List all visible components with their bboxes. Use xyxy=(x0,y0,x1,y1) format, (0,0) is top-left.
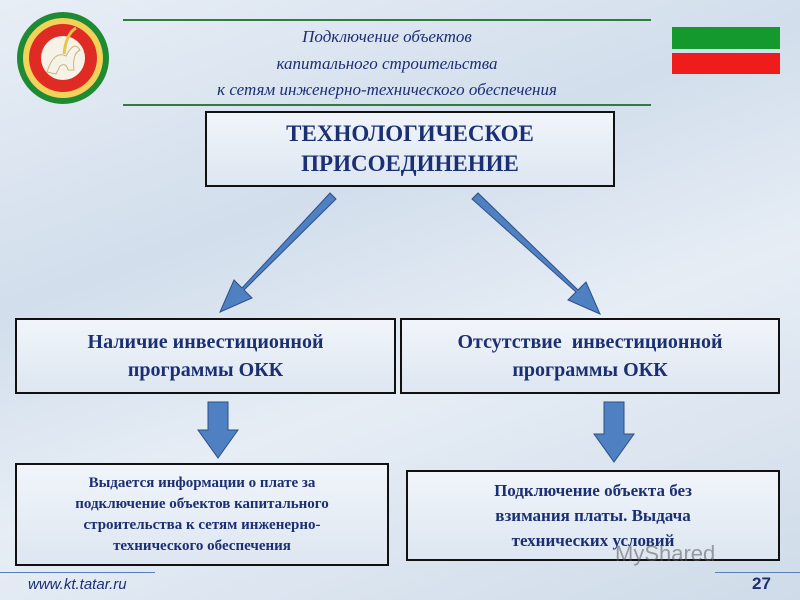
box-text-line: технических условий xyxy=(511,531,675,550)
root-box-technological-connection: ТЕХНОЛОГИЧЕСКОЕ ПРИСОЕДИНЕНИЕ xyxy=(205,111,615,187)
arrow-down-icon xyxy=(593,401,635,463)
arrow-down-right-icon xyxy=(471,192,601,315)
footer-left-divider xyxy=(0,572,155,573)
box-text-line: программы ОКК xyxy=(512,359,668,381)
box-text-line: Выдается информации о плате за xyxy=(88,474,316,491)
page-number: 27 xyxy=(752,574,771,593)
arrow-down-left-icon xyxy=(219,192,337,313)
box-text-line: строительства к сетям инженерно- xyxy=(83,516,321,533)
footer-right-divider xyxy=(715,572,800,573)
flag-green-stripe xyxy=(672,27,780,49)
result-box-fee-information: Выдается информации о плате за подключен… xyxy=(15,463,389,566)
title-line: капитального строительства xyxy=(276,53,498,73)
slide-title: Подключение объектов капитального строит… xyxy=(123,24,651,104)
watermark: MyShared xyxy=(615,541,716,566)
header-bottom-divider xyxy=(123,104,651,106)
box-text-line: ТЕХНОЛОГИЧЕСКОЕ xyxy=(286,121,534,146)
branch-box-without-investment-program: Отсутствие инвестиционной программы ОКК xyxy=(400,318,780,394)
box-text-line: технического обеспечения xyxy=(113,537,291,554)
result-box-free-connection: Подключение объекта без взимания платы. … xyxy=(406,470,780,561)
header-top-divider xyxy=(123,19,651,21)
arrow-down-icon xyxy=(197,401,239,459)
title-line: Подключение объектов xyxy=(302,27,472,46)
box-text-line: ПРИСОЕДИНЕНИЕ xyxy=(301,151,519,176)
branch-box-with-investment-program: Наличие инвестиционной программы ОКК xyxy=(15,318,396,394)
box-text-line: подключение объектов капитального xyxy=(75,495,329,512)
box-text-line: Подключение объекта без xyxy=(494,481,692,500)
title-line: к сетям инженерно-технического обеспечен… xyxy=(217,80,557,99)
box-text-line: программы ОКК xyxy=(127,359,284,381)
box-text-line: Наличие инвестиционной xyxy=(87,331,324,353)
box-text-line: Отсутствие инвестиционной xyxy=(457,331,723,353)
flag-red-stripe xyxy=(672,53,780,74)
coat-of-arms-logo xyxy=(17,12,109,104)
footer-url-link[interactable]: www.kt.tatar.ru xyxy=(28,576,127,593)
box-text-line: взимания платы. Выдача xyxy=(495,506,691,525)
